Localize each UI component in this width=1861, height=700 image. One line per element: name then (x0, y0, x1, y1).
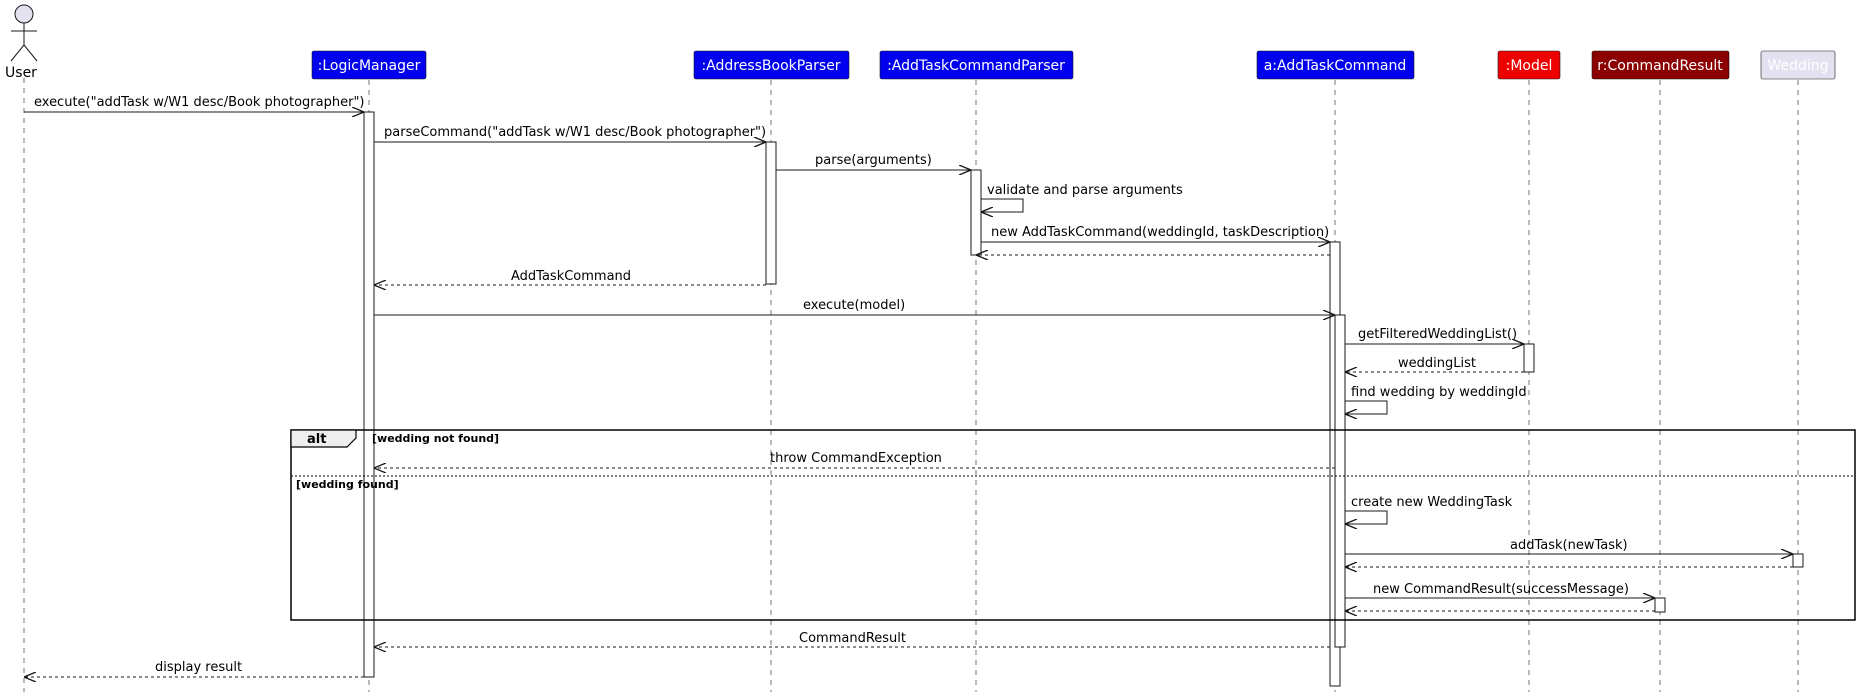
activation-model (1523, 343, 1535, 373)
participant-label: :LogicManager (318, 58, 421, 74)
alt-keyword: alt (307, 432, 326, 447)
message-5-label: new AddTaskCommand(weddingId, taskDescri… (991, 225, 1329, 240)
message-1-label: execute("addTask w/W1 desc/Book photogra… (34, 95, 365, 110)
participant-label: a:AddTaskCommand (1264, 58, 1407, 74)
message-13-self-arrow (1345, 510, 1388, 524)
participant-label: :AddressBookParser (701, 58, 840, 74)
alt-frame-border (290, 429, 1856, 621)
alt-guard-not-found: [wedding not found] (372, 432, 499, 445)
participant-logic-manager: :LogicManager (311, 50, 427, 80)
participant-label: :Model (1506, 58, 1553, 74)
actor-label: User (5, 65, 37, 81)
activation-command-result (1654, 597, 1666, 613)
actor-left-leg (10, 44, 25, 62)
activation-wedding (1792, 553, 1804, 568)
message-16-label: new CommandResult(successMessage) (1373, 582, 1629, 597)
message-10-label: weddingList (1398, 356, 1476, 371)
participant-add-task-command: a:AddTaskCommand (1256, 50, 1415, 80)
message-11-label: find wedding by weddingId (1351, 385, 1527, 400)
participant-box (1760, 50, 1836, 80)
message-13-label: create new WeddingTask (1351, 495, 1513, 510)
participant-add-task-command-parser: :AddTaskCommandParser (879, 50, 1074, 80)
activation-address-book-parser (765, 141, 777, 285)
actor-head (14, 4, 34, 24)
participant-box (1497, 50, 1561, 80)
participant-model: :Model (1497, 50, 1561, 80)
actor-right-leg (23, 44, 38, 62)
actor-user: User (5, 4, 38, 81)
message-11-self-arrow (1345, 400, 1388, 414)
participant-box (693, 50, 850, 80)
message-arrows (24, 112, 1793, 677)
message-labels: execute("addTask w/W1 desc/Book photogra… (34, 95, 1629, 675)
participant-box (311, 50, 427, 80)
alt-frame-tab (290, 429, 357, 448)
participant-box (1591, 50, 1730, 80)
participant-heads: User :LogicManager :AddressBookParser :A… (5, 4, 1836, 81)
participant-box (1256, 50, 1415, 80)
activation-logic-manager (363, 111, 375, 678)
participant-box (879, 50, 1074, 80)
message-19-label: display result (155, 660, 242, 675)
participant-wedding: Wedding (1760, 50, 1836, 80)
message-14-label: addTask(newTask) (1510, 538, 1628, 553)
message-8-label: execute(model) (803, 298, 905, 313)
message-4-self-arrow (981, 198, 1024, 212)
alt-frame: alt [wedding not found] [wedding found] (290, 429, 1856, 621)
activation-bars (363, 111, 1804, 687)
participant-command-result: r:CommandResult (1591, 50, 1730, 80)
message-7-label: AddTaskCommand (511, 269, 631, 284)
participant-label: r:CommandResult (1597, 58, 1723, 74)
message-12-label: throw CommandException (770, 451, 942, 466)
message-2-label: parseCommand("addTask w/W1 desc/Book pho… (384, 125, 766, 140)
message-18-label: CommandResult (799, 631, 906, 646)
activation-add-task-command-parser (970, 169, 982, 256)
participant-label: Wedding (1767, 58, 1828, 74)
message-4-label: validate and parse arguments (987, 183, 1183, 198)
message-3-label: parse(arguments) (815, 153, 932, 168)
activation-add-task-command-inner (1334, 314, 1346, 648)
alt-guard-found: [wedding found] (296, 478, 399, 491)
participant-address-book-parser: :AddressBookParser (693, 50, 850, 80)
participant-label: :AddTaskCommandParser (887, 58, 1065, 74)
message-9-label: getFilteredWeddingList() (1358, 327, 1517, 342)
